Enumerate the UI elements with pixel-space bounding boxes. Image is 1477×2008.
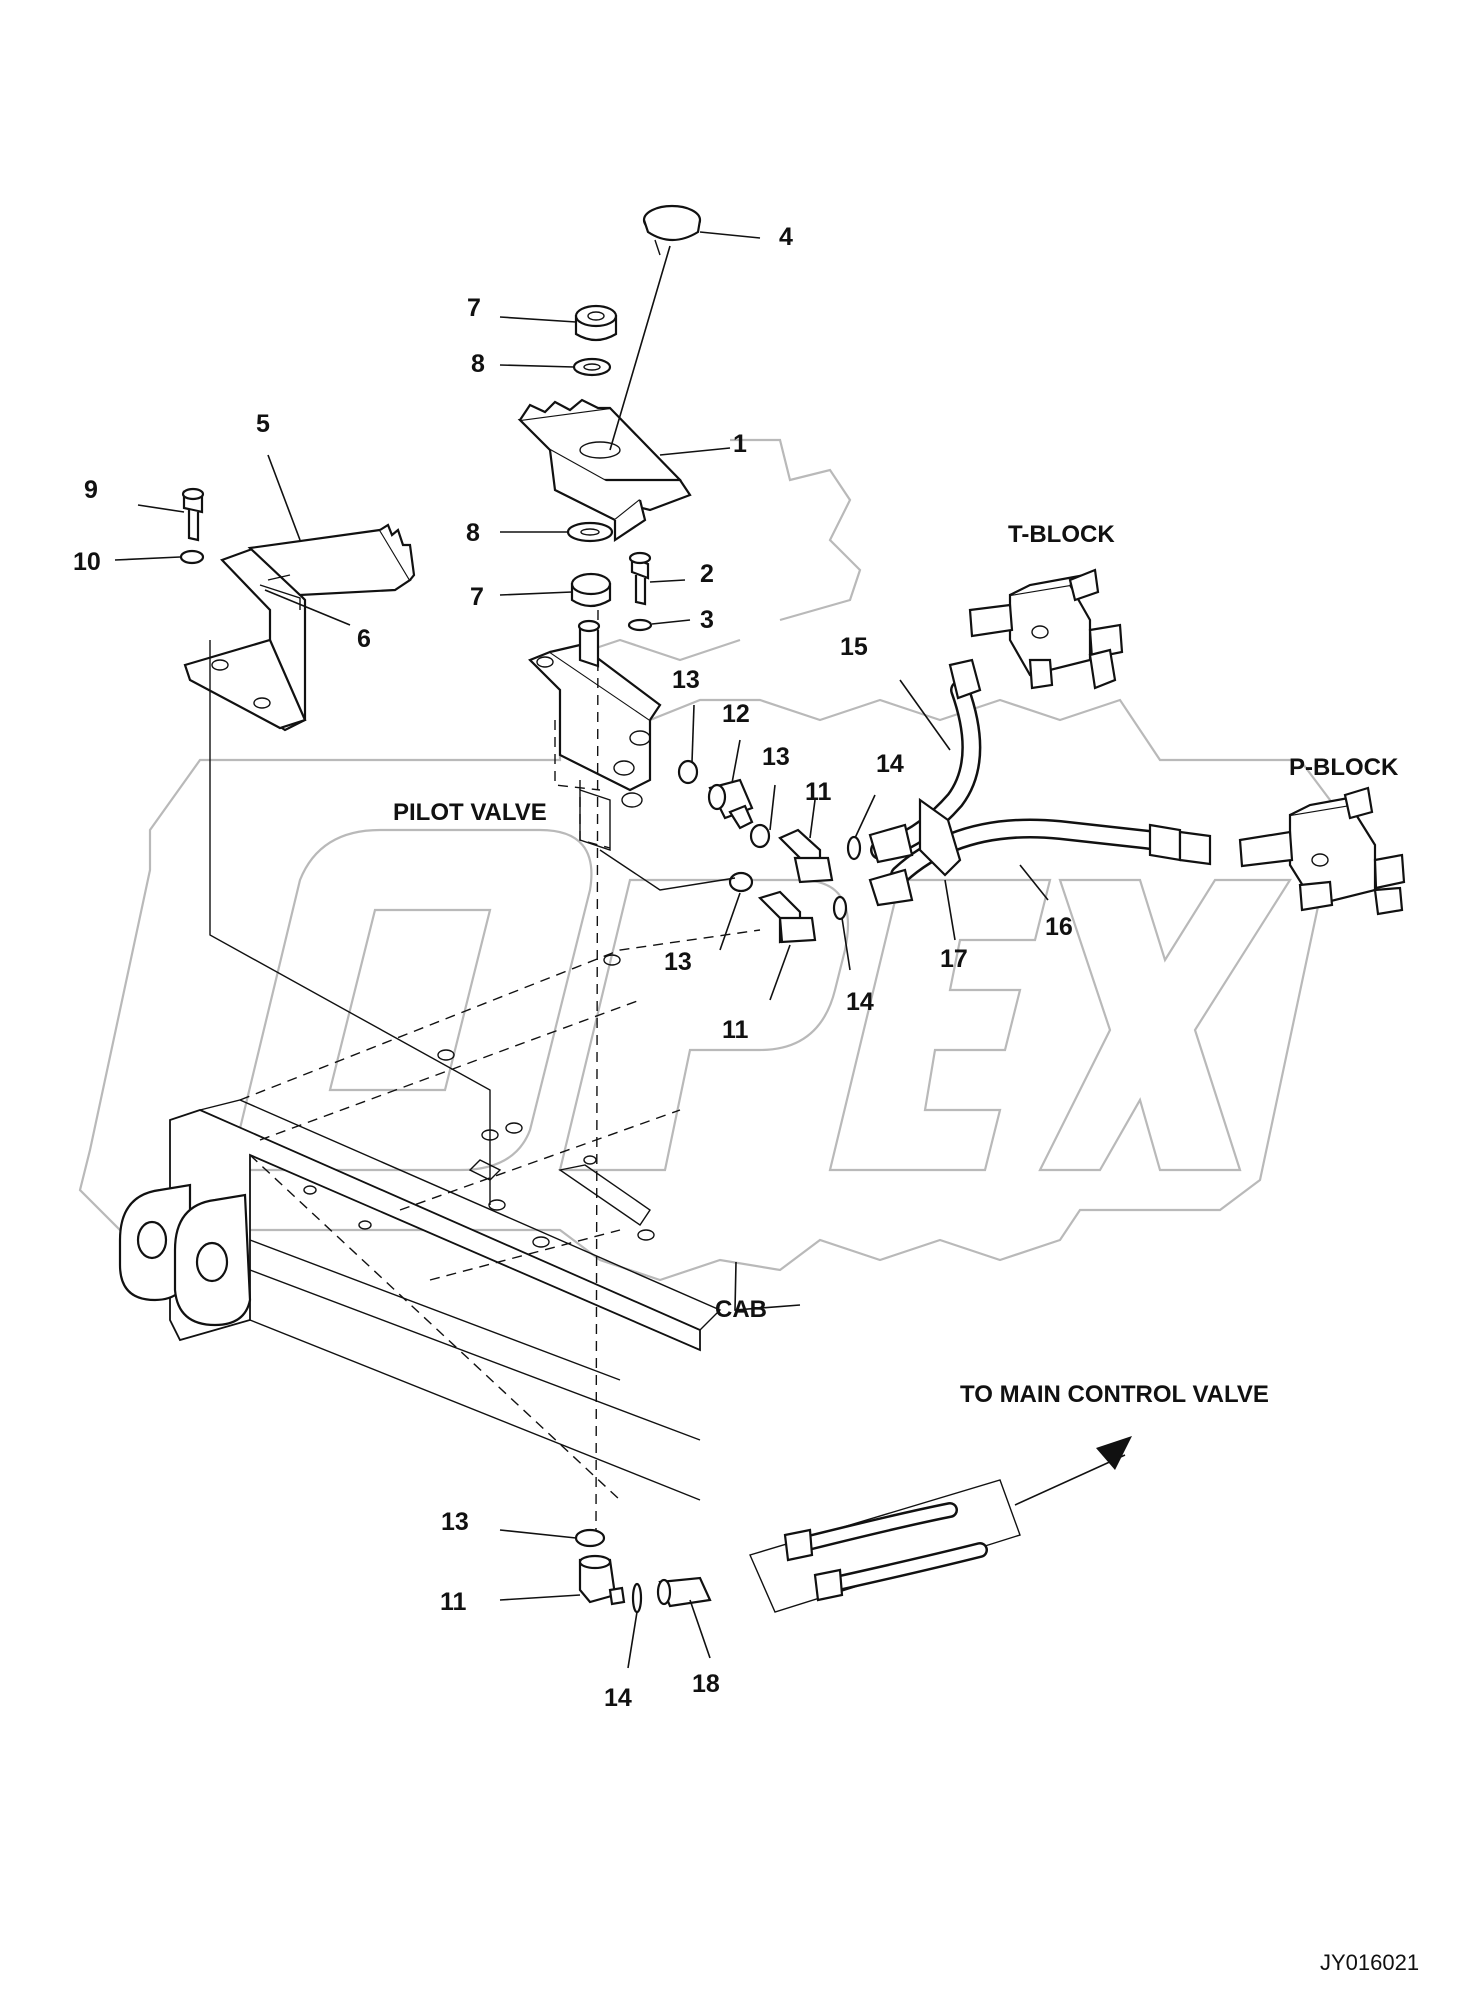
callout-2: 2 [700,560,714,588]
callout-8-low: 8 [466,519,480,547]
diagram-labels: T-BLOCK P-BLOCK PILOT VALVE CAB TO MAIN … [393,521,1419,1975]
part-12-adapter [707,778,754,830]
part-2-bolt [628,551,652,606]
callout-13-b: 13 [762,743,790,771]
callout-7-low: 7 [470,583,484,611]
pilot-valve [528,619,662,851]
callout-17: 17 [940,945,968,973]
t-block [968,568,1124,690]
callout-14-a: 14 [876,750,904,778]
part-4-cap [642,204,702,242]
callout-12: 12 [722,700,750,728]
cab-frame [118,929,761,1501]
part-10-washer [179,549,205,565]
callout-10: 10 [73,548,101,576]
callout-8-top: 8 [471,350,485,378]
part-16-hose [890,818,1212,885]
callout-7-top: 7 [467,294,481,322]
label-pilot-valve: PILOT VALVE [393,799,547,826]
callout-11-b: 11 [722,1016,749,1044]
callout-4: 4 [779,223,793,251]
callout-14-c: 14 [604,1684,632,1712]
callout-13-d: 13 [441,1508,469,1536]
callout-16: 16 [1045,913,1073,941]
part-17-clamp [868,797,962,907]
part-18-fitting [656,1576,712,1608]
part-8-washer-low [566,521,614,543]
drawing-id: JY016021 [1320,1950,1419,1975]
callout-13-c: 13 [664,948,692,976]
label-t-block: T-BLOCK [1008,521,1115,548]
label-cab: CAB [715,1296,767,1323]
callout-9: 9 [84,476,98,504]
part-6-pedal-plate [247,523,416,610]
leader-lines [114,231,1049,1669]
part-7-nut-low [570,572,612,608]
callout-5: 5 [256,410,270,438]
label-to-main-control-valve: TO MAIN CONTROL VALVE [960,1381,1269,1408]
main-control-hoses [749,1436,1132,1613]
callout-numbers: 4 7 8 1 5 9 10 6 8 7 2 3 13 12 13 11 14 … [73,223,1073,1712]
p-block [1238,786,1406,916]
part-9-bolt [181,487,205,542]
part-11-elbow-c [578,1554,626,1606]
part-7-nut-top [574,304,618,342]
callout-11-c: 11 [440,1588,467,1616]
part-11-elbow-a [778,828,834,884]
part-13-orings [574,759,771,1548]
callout-1: 1 [733,430,747,458]
callout-15: 15 [840,633,868,661]
callout-14-b: 14 [846,988,874,1016]
callout-3: 3 [700,606,714,634]
part-11-elbow-b [757,890,817,944]
callout-6: 6 [357,625,371,653]
part-1-pedal [517,398,692,543]
callout-13-a: 13 [672,666,700,694]
part-8-washer-top [572,357,612,377]
callout-11-a: 11 [805,778,832,806]
callout-18: 18 [692,1670,720,1698]
part-3-washer [627,618,653,632]
part-14-rings [631,835,862,1614]
label-p-block: P-BLOCK [1289,754,1399,781]
